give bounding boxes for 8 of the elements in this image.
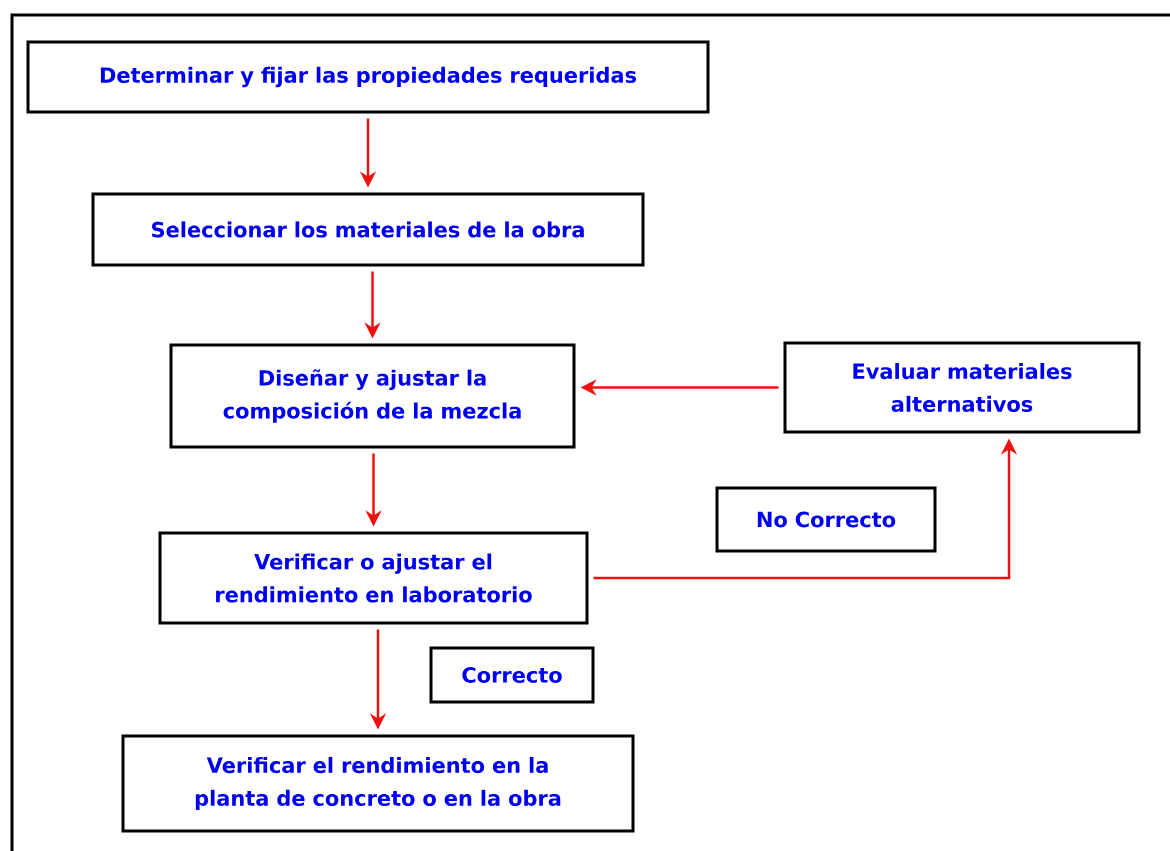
process-box: Evaluar materiales alternativos: [783, 341, 1141, 434]
process-box: Correcto: [429, 646, 595, 704]
process-box: Determinar y fijar las propiedades requeridas: [26, 40, 710, 114]
process-box: No Correcto: [715, 486, 937, 553]
process-box: Diseñar y ajustar la composición de la mezcla: [169, 343, 576, 449]
process-box: Seleccionar los materiales de la obra: [91, 192, 645, 267]
process-box: Verificar o ajustar el rendimiento en laboratorio: [158, 531, 589, 625]
process-box: Verificar el rendimiento en la planta de concreto o en la obra: [121, 734, 635, 833]
